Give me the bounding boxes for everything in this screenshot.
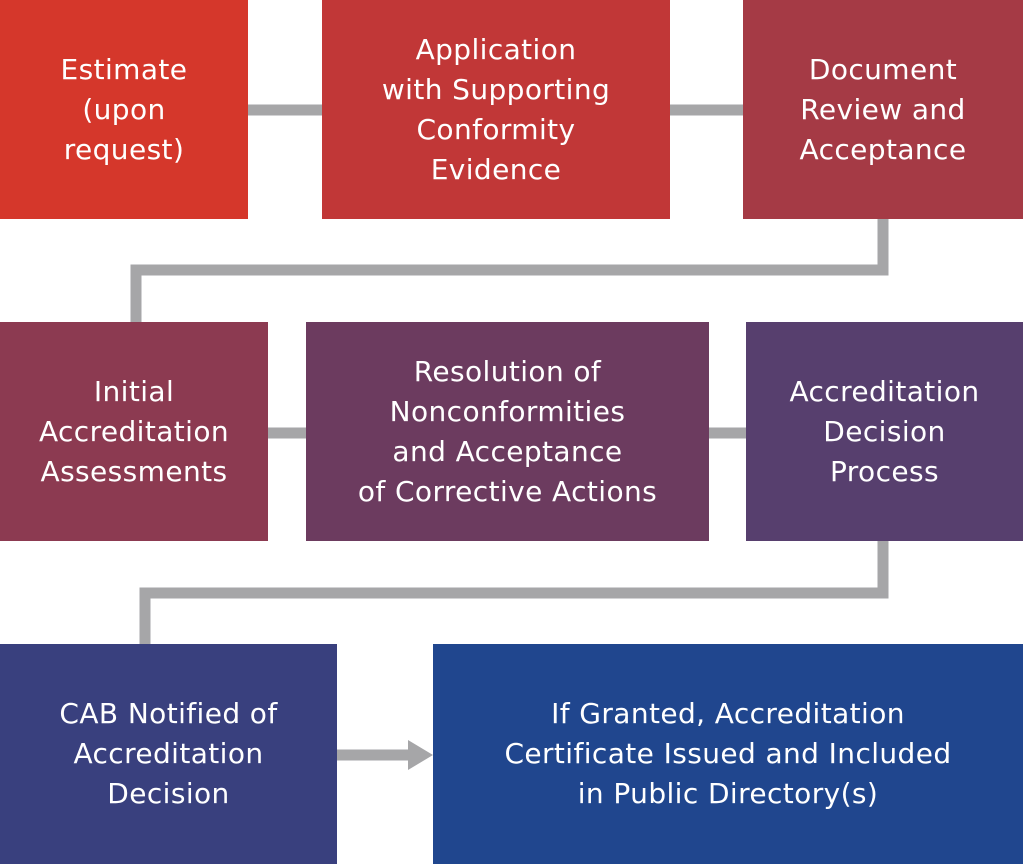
- connector-decision-cab: [139, 541, 889, 644]
- step-initial-assessments: Initial Accreditation Assessments: [0, 322, 268, 541]
- step-application: Application with Supporting Conformity E…: [322, 0, 670, 219]
- step-label-decision-process: Accreditation Decision Process: [789, 374, 980, 488]
- connector-review-initial: [130, 219, 889, 322]
- step-resolution: Resolution of Nonconformities and Accept…: [306, 322, 709, 541]
- step-document-review: Document Review and Acceptance: [743, 0, 1023, 219]
- step-label-application: Application with Supporting Conformity E…: [381, 32, 611, 186]
- step-label-cab-notified: CAB Notified of Accreditation Decision: [59, 697, 278, 810]
- step-estimate: Estimate (upon request): [0, 0, 248, 219]
- step-label-initial-assessments: Initial Accreditation Assessments: [38, 374, 230, 488]
- step-certificate: If Granted, Accreditation Certificate Is…: [433, 644, 1023, 864]
- step-cab-notified: CAB Notified of Accreditation Decision: [0, 644, 337, 864]
- step-decision-process: Accreditation Decision Process: [746, 322, 1023, 541]
- step-label-document-review: Document Review and Acceptance: [799, 52, 967, 166]
- arrow-head: [408, 740, 433, 770]
- step-label-certificate: If Granted, Accreditation Certificate Is…: [504, 697, 952, 810]
- step-label-estimate: Estimate (upon request): [60, 52, 188, 166]
- step-label-resolution: Resolution of Nonconformities and Accept…: [357, 354, 658, 508]
